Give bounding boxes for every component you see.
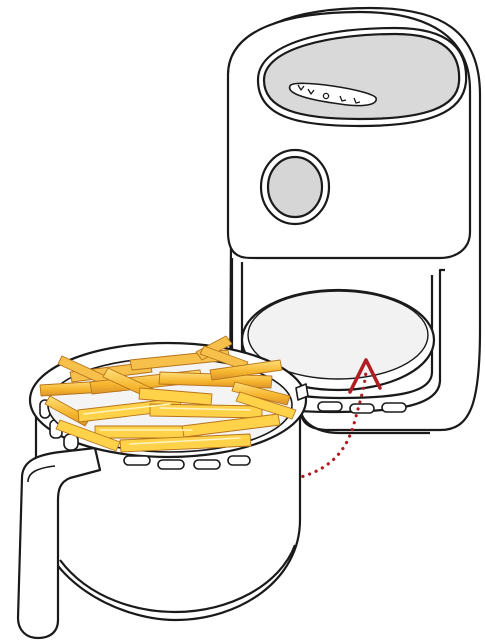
vent-slot [194,460,220,469]
vent-slot [318,402,342,411]
vent-slot [124,456,150,465]
cavity-vent-slots [318,402,406,413]
fry [150,404,262,418]
vent-slot [158,460,184,469]
vent-slot [382,403,406,412]
vent-slot [350,404,374,413]
vent-slot [228,456,250,465]
display-window [268,157,322,217]
